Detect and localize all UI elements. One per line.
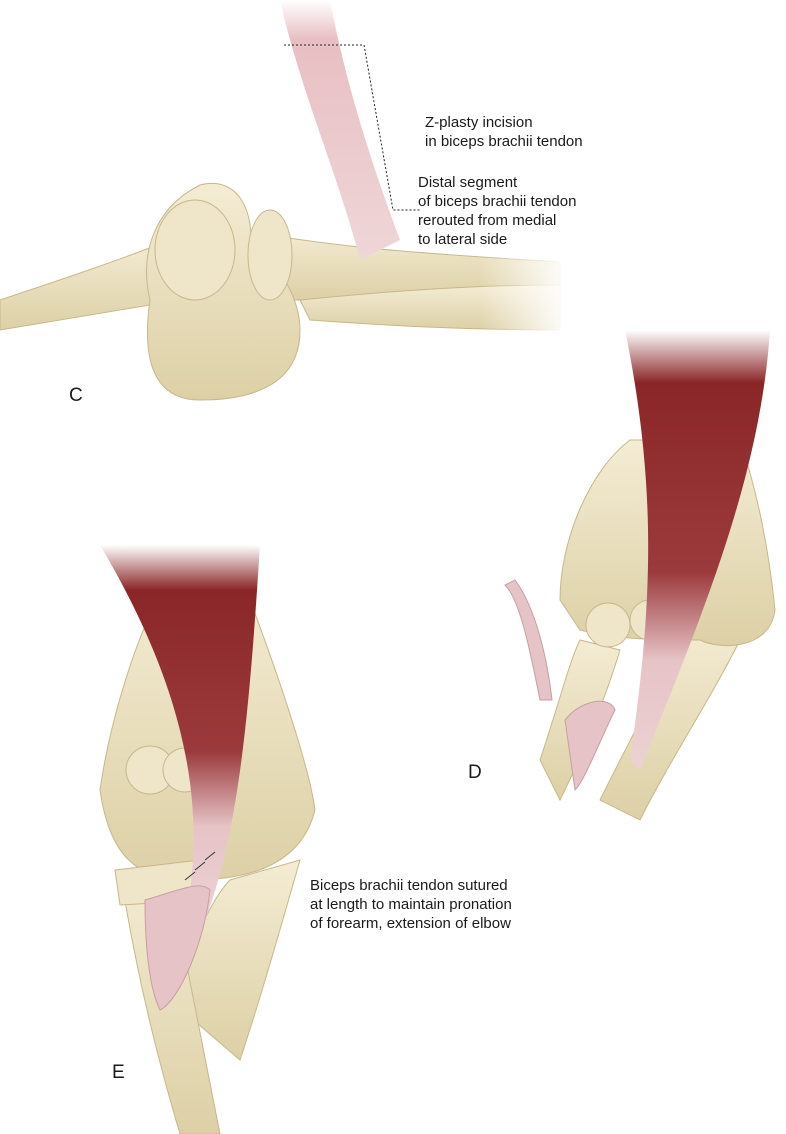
panel-d-illustration [504, 330, 776, 821]
caption-line: of biceps brachii tendon [418, 193, 577, 210]
panel-c-caption: Z-plasty incision in biceps brachii tendo… [425, 113, 583, 151]
panel-d-letter: D [468, 762, 482, 783]
caption-line: Z-plasty incision [425, 114, 533, 131]
panel-c-letter: C [69, 385, 83, 406]
panel-e-letter: E [112, 1062, 125, 1083]
caption-line: rerouted from medial [418, 212, 557, 229]
panel-e-illustration [99, 545, 316, 1134]
panel-c-illustration [0, 0, 570, 401]
caption-line: Biceps brachii tendon sutured [310, 877, 508, 894]
caption-line: of forearm, extension of elbow [310, 915, 511, 932]
panel-e-caption: Biceps brachii tendon sutured at length t… [310, 876, 512, 933]
panel-d-caption: Distal segment of biceps brachii tendon re… [418, 173, 576, 249]
caption-line: at length to maintain pronation [310, 896, 512, 913]
caption-line: in biceps brachii tendon [425, 133, 583, 150]
caption-line: Distal segment [418, 174, 518, 191]
caption-line: to lateral side [418, 231, 508, 248]
